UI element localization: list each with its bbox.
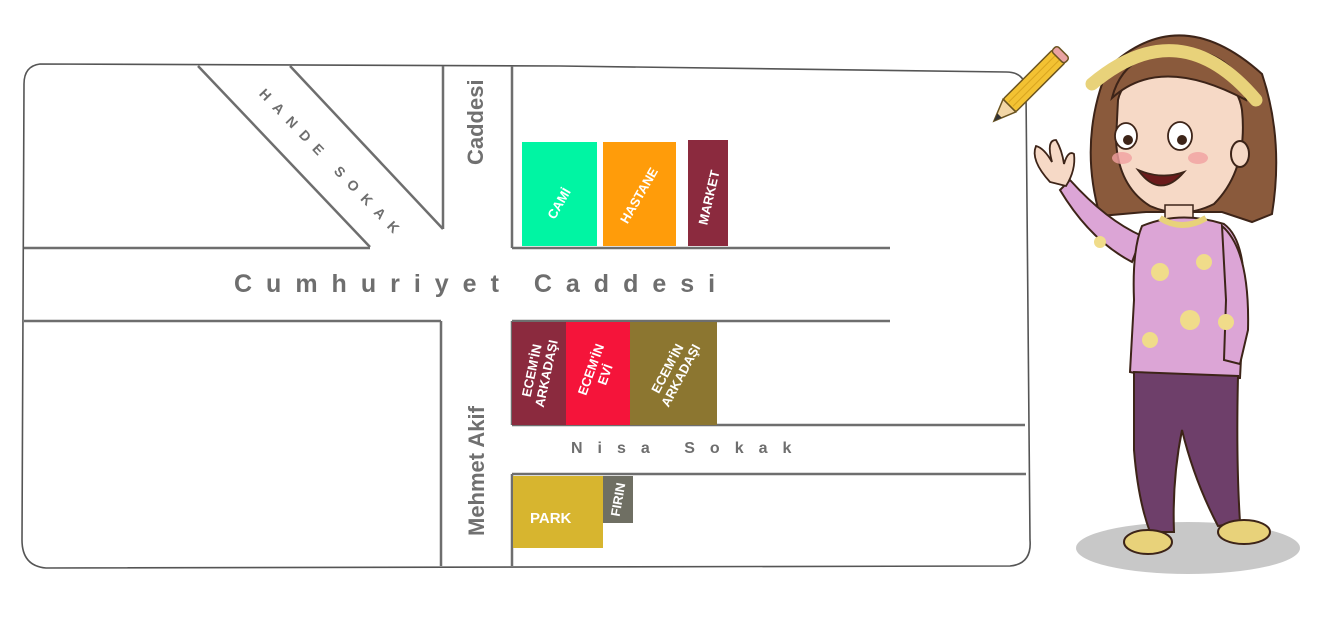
- caddesi-label: Caddesi: [463, 79, 488, 165]
- firin-block: [603, 476, 633, 523]
- map-border: [21, 63, 1031, 569]
- nisa-sokak-label: Nisa Sokak: [571, 440, 807, 457]
- cumhuriyet-caddesi-label: Cumhuriyet Caddesi: [234, 270, 730, 298]
- park-block: [513, 476, 603, 548]
- girl-illustration: [1033, 34, 1300, 574]
- park-label: PARK: [530, 510, 572, 527]
- cami-block: [522, 142, 597, 246]
- cumhuriyet-road: [24, 246, 890, 323]
- pencil-icon: [992, 45, 1070, 123]
- hande-sokak-road: [197, 65, 444, 248]
- ecem-evi-block: [566, 322, 630, 425]
- caddesi-road-upper: [441, 66, 514, 248]
- friend2-block: [630, 322, 717, 425]
- mehmet-akif-label: Mehmet Akif: [464, 406, 489, 536]
- market-block: [688, 140, 728, 246]
- hastane-block: [603, 142, 676, 246]
- friend1-block: [512, 322, 566, 425]
